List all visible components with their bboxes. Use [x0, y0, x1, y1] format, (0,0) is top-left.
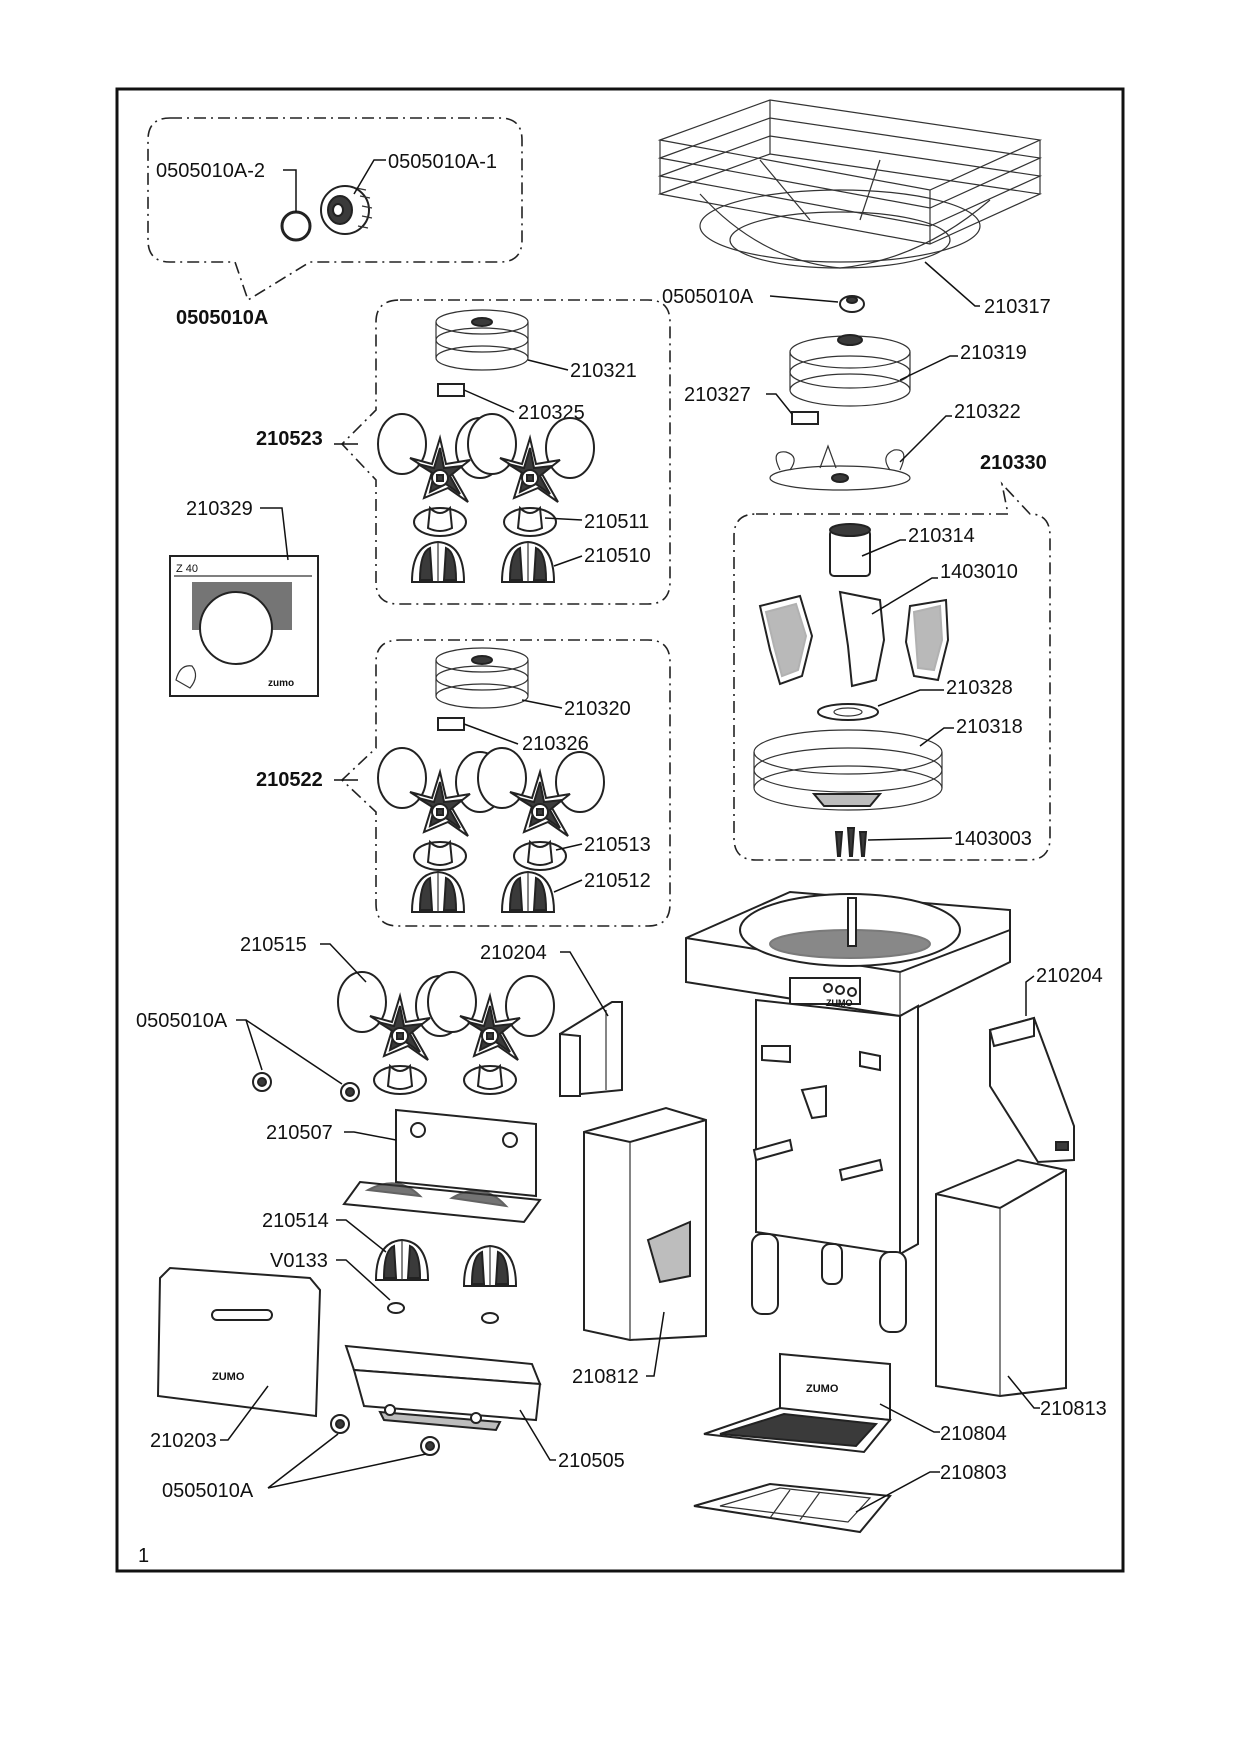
wire-basket-210317: 210317 — [657, 99, 1051, 318]
panel-210204-left: 210204 — [480, 942, 623, 1098]
label-210204-right: 210204 — [1036, 965, 1103, 987]
spider-210322: 210322 — [769, 401, 1021, 491]
plate-210507: 210507 — [266, 1108, 542, 1224]
cups-210514: 210514 — [262, 1210, 517, 1287]
label-0505010A-top: 0505010A — [662, 286, 754, 308]
tray-210505: 210505 — [344, 1344, 625, 1472]
label-210804: 210804 — [940, 1423, 1007, 1445]
drip-tray-210803: 210803 — [693, 1462, 1007, 1534]
label-210522: 210522 — [256, 769, 323, 791]
tag-210326 — [437, 717, 465, 731]
drip-grid-210804: ZUMO 210804 — [703, 1352, 1007, 1454]
label-210330: 210330 — [980, 452, 1047, 474]
panel-210204-right: 210204 — [988, 965, 1103, 1164]
knurled-nut — [320, 185, 373, 235]
sleeve-210314: 210314 — [829, 523, 975, 577]
o-ring — [280, 210, 312, 242]
label-0505010A-kit: 0505010A — [176, 307, 268, 329]
label-210204-left: 210204 — [480, 942, 547, 964]
tray-brand: ZUMO — [806, 1383, 839, 1395]
tag-210325 — [437, 383, 465, 397]
label-0505010A-1: 0505010A-1 — [388, 151, 497, 173]
nut-0505010A-top: 0505010A — [662, 286, 865, 313]
label-210322: 210322 — [954, 401, 1021, 423]
cup-210512-left — [411, 871, 465, 913]
label-1403003: 1403003 — [954, 828, 1032, 850]
decal-model: Z 40 — [176, 563, 198, 575]
cup-210510-right — [501, 541, 555, 583]
kit-210330-group: 210330 210314 1403010 210328 — [733, 452, 1051, 861]
nuts-0505010A-bottom: 0505010A — [162, 1414, 440, 1502]
label-210510: 210510 — [584, 545, 651, 567]
screws-1403003: 1403003 — [834, 827, 1032, 857]
kit-210522-group: 210320 210326 210513 210512 210522 — [256, 639, 671, 927]
washers-V0133: V0133 — [270, 1250, 499, 1324]
cage-210320 — [435, 647, 529, 709]
blades-1403010: 1403010 — [758, 561, 1018, 688]
label-210318: 210318 — [956, 716, 1023, 738]
label-210512: 210512 — [584, 870, 651, 892]
decal-210329: Z 40 zumo 210329 — [169, 498, 319, 697]
tag-210327: 210327 — [684, 384, 819, 425]
page-frame — [115, 87, 1125, 1573]
cover-210203: ZUMO 210203 — [150, 1266, 322, 1452]
label-0505010A-bottom: 0505010A — [162, 1480, 254, 1502]
label-210317: 210317 — [984, 296, 1051, 318]
label-210514: 210514 — [262, 1210, 329, 1232]
bin-210812: 210812 — [572, 1106, 707, 1388]
label-210328: 210328 — [946, 677, 1013, 699]
label-210515: 210515 — [240, 934, 307, 956]
label-210812: 210812 — [572, 1366, 639, 1388]
label-0505010A-mid: 0505010A — [136, 1010, 228, 1032]
cup-210512-right — [501, 871, 555, 913]
label-1403010: 1403010 — [940, 561, 1018, 583]
label-210505: 210505 — [558, 1450, 625, 1472]
label-210523: 210523 — [256, 428, 323, 450]
rotor-pair-210515: 210515 — [240, 934, 555, 1095]
cage-210321 — [435, 309, 529, 371]
label-210314: 210314 — [908, 525, 975, 547]
label-V0133: V0133 — [270, 1250, 328, 1272]
label-0505010A-2: 0505010A-2 — [156, 160, 265, 182]
cover-brand: ZUMO — [212, 1371, 245, 1383]
decal-brand: zumo — [268, 678, 294, 689]
label-210319: 210319 — [960, 342, 1027, 364]
label-210511: 210511 — [584, 511, 649, 533]
machine-body: ZUMO — [685, 890, 1011, 1333]
label-210329: 210329 — [186, 498, 253, 520]
nuts-0505010A-mid: 0505010A — [136, 1010, 360, 1102]
gasket-210328: 210328 — [817, 677, 1013, 721]
label-210507: 210507 — [266, 1122, 333, 1144]
ring-cage-210318: 210318 — [753, 716, 1023, 811]
label-210321: 210321 — [570, 360, 637, 382]
label-210813: 210813 — [1040, 1398, 1107, 1420]
page-number: 1 — [138, 1545, 149, 1567]
kit-210523-group: 210321 210325 210511 210510 210523 — [256, 299, 671, 605]
cage-210319: 210319 — [789, 334, 1027, 407]
label-210326: 210326 — [522, 733, 589, 755]
label-210320: 210320 — [564, 698, 631, 720]
label-210803: 210803 — [940, 1462, 1007, 1484]
label-210203: 210203 — [150, 1430, 217, 1452]
kit-0505010A-group: 0505010A-2 0505010A-1 0505010A — [147, 117, 523, 329]
label-210513: 210513 — [584, 834, 651, 856]
bin-210813: 210813 — [935, 1158, 1107, 1420]
cup-210510-left — [411, 541, 465, 583]
machine-brand: ZUMO — [826, 998, 853, 1008]
label-210327: 210327 — [684, 384, 751, 406]
